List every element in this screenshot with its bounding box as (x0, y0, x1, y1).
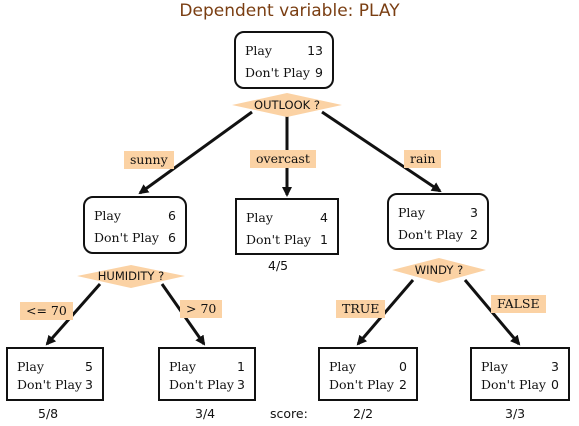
outlook-diamond-shape (232, 93, 342, 117)
edge-humidity-low (45, 283, 102, 346)
leaf-dont-play-count: 2 (399, 377, 407, 392)
leaf-dont-play-label: Don't Play (169, 377, 234, 392)
windy-diamond-shape (392, 258, 486, 283)
edge-root-sunny (138, 110, 253, 195)
leaf-node: Play 1 Don't Play 3 (158, 347, 256, 401)
leaf-score: 3/4 (195, 406, 216, 421)
overcast-node: Play 4 Don't Play 1 (235, 198, 339, 255)
score-label: score: (270, 406, 308, 421)
leaf-play-label: Play (329, 359, 356, 374)
leaf-node: Play 0 Don't Play 2 (318, 347, 418, 401)
root-play-label: Play (245, 43, 272, 58)
rain-dont-play-label: Don't Play (398, 227, 463, 242)
edge-windy-true (356, 279, 415, 346)
root-node: Play 13 Don't Play 9 (234, 31, 334, 89)
leaf-play-label: Play (17, 359, 44, 374)
branch-rain-tag: rain (404, 150, 442, 168)
outlook-question: OUTLOOK ? (254, 98, 320, 112)
leaf-score: 5/8 (38, 406, 59, 421)
leaf-score: 2/2 (353, 406, 374, 421)
branch-humidity-low-tag: <= 70 (20, 302, 73, 320)
overcast-dont-play-count: 1 (320, 232, 328, 247)
leaf-dont-play-label: Don't Play (481, 377, 546, 392)
diagram-title: Dependent variable: PLAY (179, 1, 400, 21)
sunny-dont-play-count: 6 (168, 230, 176, 245)
branch-windy-false-tag: FALSE (491, 295, 546, 313)
rain-play-count: 3 (470, 205, 478, 220)
rain-node: Play 3 Don't Play 2 (387, 193, 489, 250)
overcast-play-label: Play (246, 210, 273, 225)
sunny-node: Play 6 Don't Play 6 (83, 196, 187, 254)
leaf-play-count: 1 (237, 359, 245, 374)
root-dont-play-label: Don't Play (245, 65, 310, 80)
branch-humidity-high-tag: > 70 (180, 300, 223, 318)
leaf-dont-play-count: 3 (85, 377, 93, 392)
leaf-play-count: 3 (551, 359, 559, 374)
sunny-dont-play-label: Don't Play (94, 230, 159, 245)
leaf-play-label: Play (481, 359, 508, 374)
sunny-play-label: Play (94, 208, 121, 223)
overcast-dont-play-label: Don't Play (246, 232, 311, 247)
overcast-play-count: 4 (320, 210, 328, 225)
overcast-score: 4/5 (268, 258, 289, 273)
humidity-question: HUMIDITY ? (97, 269, 165, 283)
leaf-play-label: Play (169, 359, 196, 374)
humidity-diamond-shape (77, 265, 185, 288)
leaf-dont-play-count: 3 (237, 377, 245, 392)
leaf-play-count: 0 (399, 359, 407, 374)
leaf-dont-play-label: Don't Play (17, 377, 82, 392)
branch-sunny-tag: sunny (124, 151, 174, 169)
edge-root-rain (321, 110, 442, 193)
rain-dont-play-count: 2 (470, 227, 478, 242)
branch-overcast-tag: overcast (250, 150, 316, 168)
leaf-node: Play 5 Don't Play 3 (6, 347, 104, 401)
leaf-dont-play-count: 0 (551, 377, 559, 392)
windy-question: WINDY ? (414, 263, 464, 277)
leaf-node: Play 3 Don't Play 0 (470, 347, 570, 401)
leaf-play-count: 5 (85, 359, 93, 374)
root-dont-play-count: 9 (315, 65, 323, 80)
rain-play-label: Play (398, 205, 425, 220)
root-play-count: 13 (307, 43, 323, 58)
branch-windy-true-tag: TRUE (336, 300, 386, 318)
leaf-dont-play-label: Don't Play (329, 377, 394, 392)
sunny-play-count: 6 (168, 208, 176, 223)
leaf-score: 3/3 (505, 406, 526, 421)
